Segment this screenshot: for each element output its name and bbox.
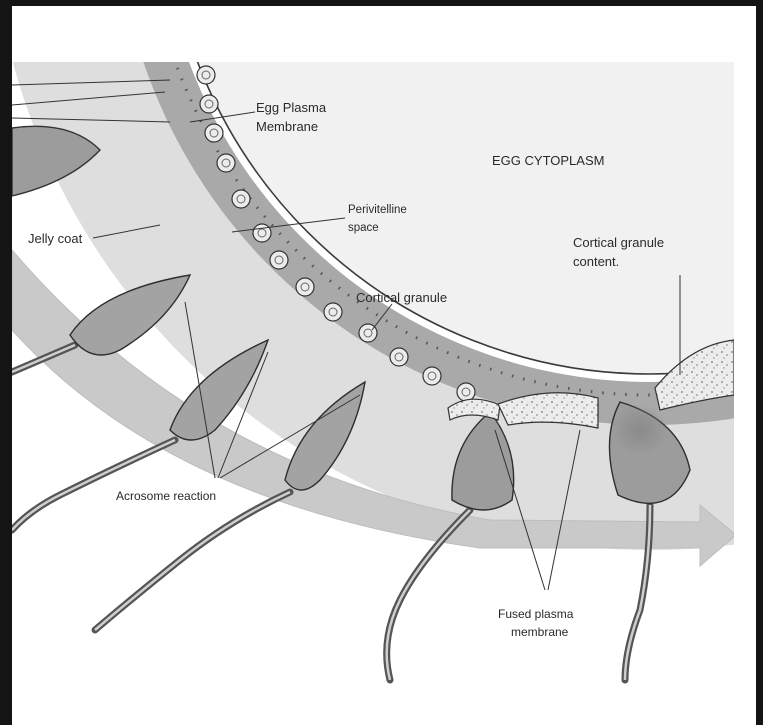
label-perivitelline-1: Perivitelline	[348, 204, 407, 216]
label-egg-plasma-membrane-1: Egg Plasma	[256, 100, 327, 115]
cortical-granule	[253, 224, 271, 242]
cortical-granule	[390, 348, 408, 366]
cortical-granule	[296, 278, 314, 296]
cortical-granule	[324, 303, 342, 321]
label-perivitelline-2: space	[348, 222, 379, 234]
label-fused-membrane-2: membrane	[511, 625, 569, 639]
label-acrosome-reaction: Acrosome reaction	[116, 489, 216, 503]
granule-content-cloud	[612, 404, 668, 456]
cortical-granule	[205, 124, 223, 142]
cortical-granule	[200, 95, 218, 113]
cortical-granule	[197, 66, 215, 84]
label-fused-membrane-1: Fused plasma	[498, 607, 574, 621]
label-cortical-granule: Cortical granule	[356, 290, 447, 305]
cortical-granule	[457, 383, 475, 401]
sperm-tail	[95, 492, 290, 630]
label-granule-content-1: Cortical granule	[573, 235, 664, 250]
label-granule-content-2: content.	[573, 254, 619, 269]
label-egg-cytoplasm: EGG CYTOPLASM	[492, 153, 604, 168]
cortical-granule	[270, 251, 288, 269]
label-jelly-coat: Jelly coat	[28, 231, 83, 246]
cortical-granule	[423, 367, 441, 385]
sperm-tail	[12, 440, 175, 530]
cortical-granule	[232, 190, 250, 208]
label-egg-plasma-membrane-2: Membrane	[256, 119, 318, 134]
cortical-granule	[217, 154, 235, 172]
